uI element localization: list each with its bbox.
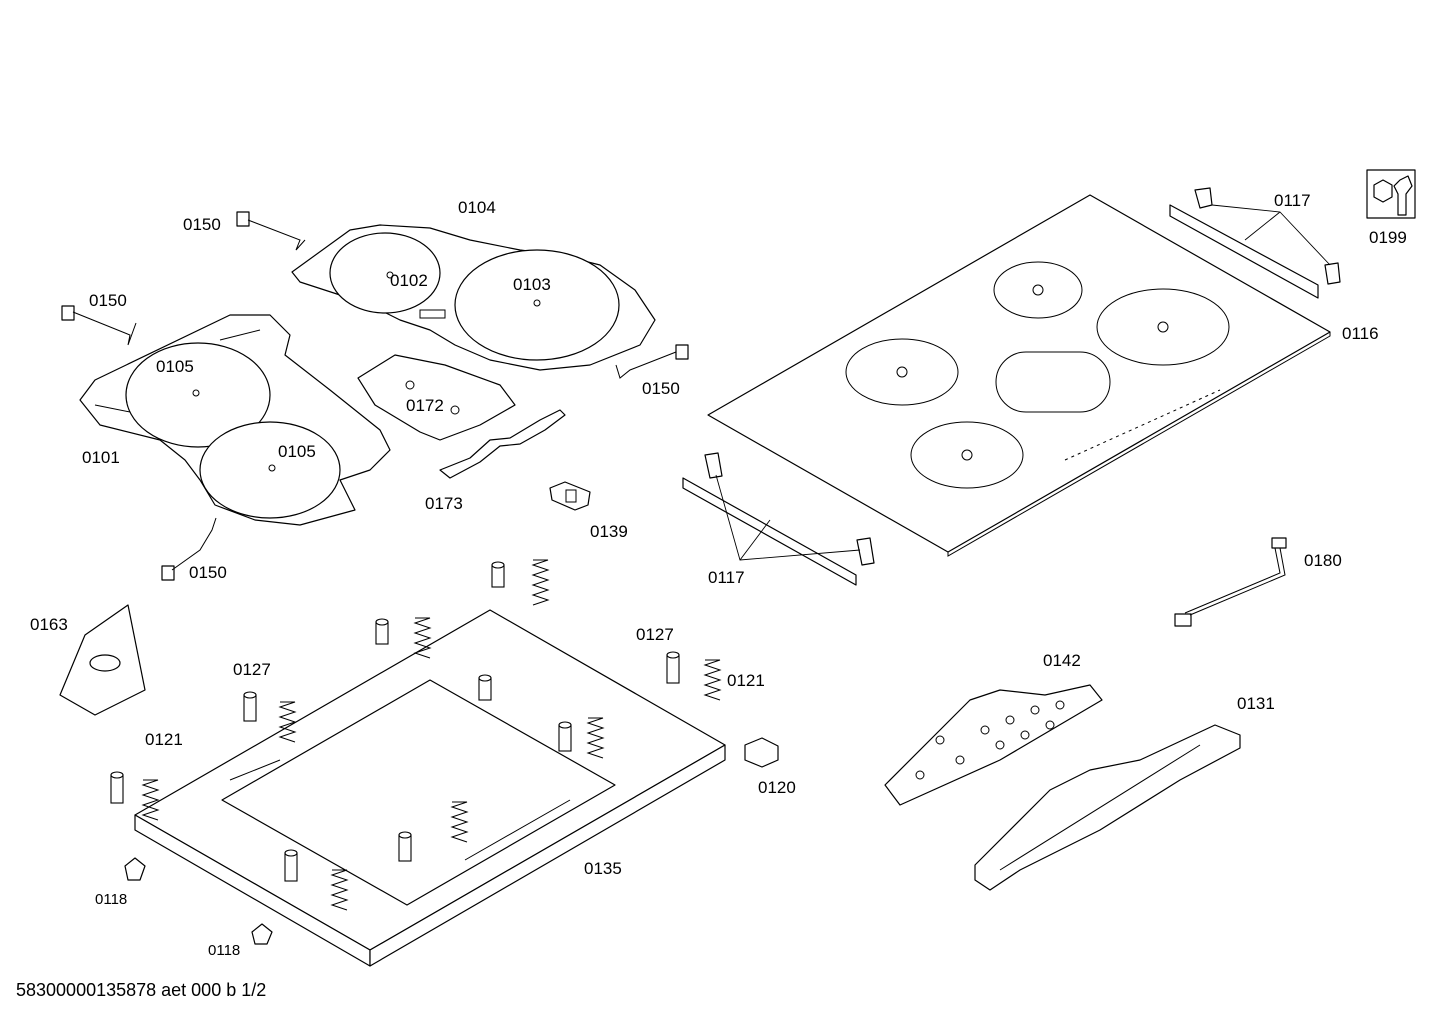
label-0121-b: 0121: [145, 730, 183, 749]
label-0142: 0142: [1043, 651, 1081, 670]
label-0180: 0180: [1304, 551, 1342, 570]
part-0118-clip-b: [251, 923, 273, 945]
label-0105-a: 0105: [156, 357, 194, 376]
label-0131: 0131: [1237, 694, 1275, 713]
label-0150-c: 0150: [642, 379, 680, 398]
label-0104: 0104: [458, 198, 496, 217]
label-0120: 0120: [758, 778, 796, 797]
label-0118-b: 0118: [208, 942, 240, 959]
part-0101-burner-carrier: [79, 314, 391, 526]
label-0116: 0116: [1342, 324, 1379, 343]
part-0118-clip-a: [124, 857, 146, 881]
part-0127-feet: [110, 561, 680, 882]
label-0103: 0103: [513, 275, 551, 294]
label-0173: 0173: [425, 494, 463, 513]
label-0127-b: 0127: [233, 660, 271, 679]
label-0135: 0135: [584, 859, 622, 878]
part-0180-cable: [1174, 537, 1287, 627]
label-0101: 0101: [82, 448, 120, 467]
part-0104-burner-carrier: [291, 224, 656, 371]
label-0172: 0172: [406, 396, 444, 415]
part-0120-clip: [744, 737, 779, 768]
part-0150-cable-a: [236, 211, 306, 251]
part-0163-packet: [59, 604, 146, 716]
label-0150-d: 0150: [189, 563, 227, 582]
wrench-nut-icon: [1366, 169, 1416, 219]
part-0117-rail-bottom: [682, 452, 875, 586]
part-0150-cable-d: [161, 517, 217, 581]
document-code: 58300000135878 aet 000 b 1/2: [16, 980, 267, 1000]
label-0199: 0199: [1369, 228, 1407, 247]
part-0121-springs: [141, 559, 722, 911]
label-0105-b: 0105: [278, 442, 316, 461]
part-0173-bracket: [439, 409, 566, 479]
label-0150-a: 0150: [183, 215, 221, 234]
label-0117-b: 0117: [708, 568, 745, 587]
label-0118-a: 0118: [95, 891, 127, 908]
part-0142-control-board: [884, 684, 1103, 806]
label-0139: 0139: [590, 522, 628, 541]
part-0135-base-tray: [134, 609, 726, 967]
part-0117-rail-top: [1169, 187, 1341, 299]
part-0172-cover-plate: [357, 354, 516, 441]
part-labels: 0150 0104 0102 0103 0150 0105 0150 0172 …: [30, 191, 1407, 959]
part-0131-control-frame: [974, 724, 1241, 891]
label-0150-b: 0150: [89, 291, 127, 310]
part-0150-cable-b: [61, 305, 137, 346]
label-0102: 0102: [390, 271, 428, 290]
label-0117-a: 0117: [1274, 191, 1311, 210]
label-0163: 0163: [30, 615, 68, 634]
label-0127-a: 0127: [636, 625, 674, 644]
part-0116-glass-cooktop: [707, 194, 1331, 557]
part-0150-cable-c: [615, 344, 689, 379]
part-0139-clip: [549, 481, 591, 511]
label-0121-a: 0121: [727, 671, 765, 690]
